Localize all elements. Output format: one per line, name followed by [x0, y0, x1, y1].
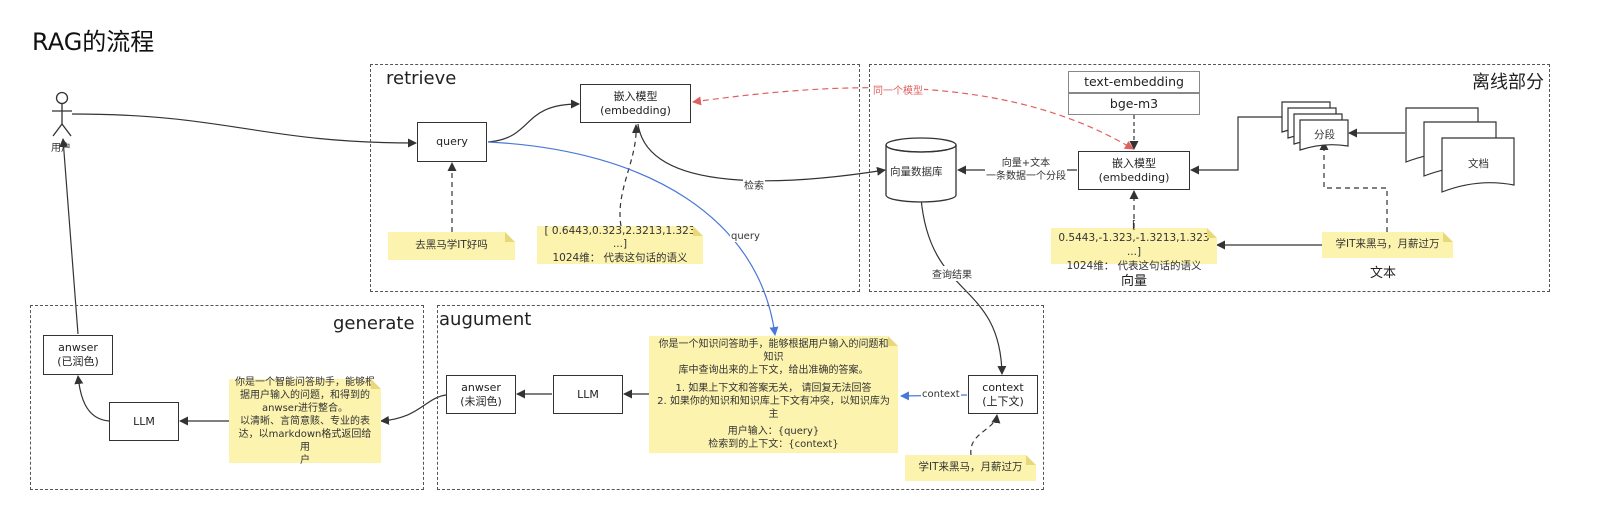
note-context-text-text: 学IT来黑马，月薪过万	[918, 461, 1023, 474]
answer-polished-line2: (已润色)	[57, 355, 99, 368]
edge-segment-embedding	[1190, 116, 1288, 175]
augment-prompt-line5: 2. 如果你的知识和知识库上下文有冲突，以知识库为主	[657, 395, 890, 420]
edge-label-same-model: 同一个模型	[872, 82, 924, 97]
edge-contextnote-context	[970, 414, 1001, 456]
user-label: 用户	[51, 143, 71, 154]
query-node-label: query	[436, 135, 468, 149]
generate-prompt-line1: 你是一个智能问答助手，能够根	[235, 376, 375, 388]
augment-prompt-line8: 检索到的上下文：{context}	[708, 439, 839, 450]
group-generate	[30, 305, 424, 490]
user-actor-icon	[52, 91, 72, 137]
note-user-question-text: 去黑马学IT好吗	[415, 239, 488, 252]
embedding-model-left-line1: 嵌入模型	[613, 89, 658, 103]
document-label: 文档	[1468, 158, 1489, 170]
embedding-model-left-line2: (embedding)	[600, 103, 671, 117]
note-vector-right: [ 0.5443,-1.323,-1.3213,1.323 ...] 1024维…	[1051, 219, 1217, 272]
vector-db-cylinder	[885, 137, 957, 203]
augment-prompt-line7: 用户输入：{query}	[727, 426, 820, 437]
note-text-right-text: 学IT来黑马，月薪过万	[1335, 238, 1440, 251]
context-node: context (上下文)	[968, 375, 1038, 414]
augment-prompt-line4: 1. 如果上下文和答案无关， 请回复无法回答	[675, 382, 872, 394]
note-context-text: 学IT来黑马，月薪过万	[905, 455, 1036, 481]
edge-user-query	[71, 113, 417, 148]
edge-query-embedding	[487, 99, 580, 143]
edge-text-segment	[1319, 141, 1388, 232]
note-vector-right-line1: [ 0.5443,-1.323,-1.3213,1.323 ...]	[1058, 218, 1210, 258]
embedding-model-node-right: 嵌入模型 (embedding)	[1078, 151, 1190, 190]
augment-prompt-line2: 库中查询出来的上下文，给出准确的答案。	[678, 365, 869, 376]
generate-prompt-line2: 据用户输入的问题，和得到的	[240, 389, 370, 401]
edge-answer-generate-prompt	[380, 394, 447, 425]
model-name-bge-m3: bge-m3	[1068, 93, 1200, 115]
note-vector-left-line2: 1024维： 代表这句话的语义	[552, 251, 688, 264]
edge-label-vector-text: 向量+文本 一条数据一个分段	[985, 158, 1067, 183]
edge-label-vector-text-line1: 向量+文本	[1001, 158, 1051, 169]
answer-raw-line2: (未润色)	[460, 394, 502, 408]
note-vector-left: [ 0.6443,0.323,2.3213,1.323 ...] 1024维： …	[537, 224, 703, 264]
segment-label: 分段	[1314, 129, 1335, 141]
answer-polished-node: anwser (已润色)	[43, 335, 113, 375]
group-label-augment: augument	[439, 309, 532, 330]
augment-prompt-line1: 你是一个知识问答助手，能够根据用户输入的问题和知识	[658, 339, 889, 363]
edge-llm-polished	[74, 375, 110, 422]
model-name-text-embedding-label: text-embedding	[1084, 74, 1184, 90]
context-node-line1: context	[982, 380, 1024, 394]
edge-label-vector-text-line2: 一条数据一个分段	[986, 170, 1066, 182]
answer-raw-node: anwser (未润色)	[446, 375, 516, 414]
answer-raw-line1: anwser	[461, 380, 501, 394]
vector-db-label: 向量数据库	[890, 166, 943, 178]
embedding-model-right-line1: 嵌入模型	[1112, 156, 1156, 170]
edge-query-prompt	[487, 141, 779, 336]
llm-node-generate-label: LLM	[133, 414, 155, 428]
generate-prompt-line6: 户	[300, 454, 310, 466]
group-label-generate: generate	[333, 313, 415, 334]
note-vector-right-line2: 1024维： 代表这句话的语义	[1066, 259, 1202, 272]
llm-node-generate: LLM	[109, 402, 179, 441]
edge-query-result	[920, 197, 1007, 375]
model-name-text-embedding: text-embedding	[1068, 71, 1200, 93]
generate-prompt-line3: anwser进行整合。	[261, 402, 349, 414]
caption-vector: 向量	[1121, 274, 1148, 289]
group-offline	[869, 64, 1550, 292]
generate-prompt-line5: 达，以markdown格式返回给用	[238, 428, 372, 453]
query-node: query	[417, 122, 487, 162]
generate-prompt-line4: 以清晰、言简意赅、专业的表	[240, 415, 370, 427]
edge-label-query: query	[730, 231, 761, 242]
group-augment	[437, 305, 1044, 490]
document-stack-icon	[1405, 107, 1515, 193]
edge-answer-user	[59, 138, 79, 335]
segment-stack-icon	[1281, 101, 1349, 151]
note-user-question: 去黑马学IT好吗	[388, 232, 515, 260]
embedding-model-right-line2: (embedding)	[1098, 170, 1170, 184]
note-vector-left-line1: [ 0.6443,0.323,2.3213,1.323 ...]	[544, 224, 696, 251]
answer-polished-line1: anwser	[58, 341, 98, 355]
caption-text: 文本	[1370, 266, 1397, 281]
edge-same-model	[692, 87, 1134, 150]
llm-node-augment-label: LLM	[577, 387, 599, 401]
note-text-right: 学IT来黑马，月薪过万	[1322, 232, 1453, 258]
edge-label-retrieve: 检索	[743, 177, 765, 192]
model-name-bge-m3-label: bge-m3	[1109, 96, 1159, 112]
note-augment-prompt: 你是一个知识问答助手，能够根据用户输入的问题和知识 库中查询出来的上下文，给出准…	[649, 336, 898, 453]
group-label-retrieve: retrieve	[386, 68, 457, 89]
group-label-offline: 离线部分	[1472, 72, 1544, 93]
edge-label-context: context	[921, 389, 961, 400]
edge-retrieve	[637, 123, 886, 182]
edge-vector-embedding-left	[619, 124, 641, 227]
embedding-model-node-left: 嵌入模型 (embedding)	[580, 84, 691, 123]
edge-label-query-result: 查询结果	[931, 266, 973, 281]
context-node-line2: (上下文)	[982, 394, 1024, 408]
llm-node-augment: LLM	[553, 375, 623, 414]
note-generate-prompt: 你是一个智能问答助手，能够根 据用户输入的问题，和得到的 anwser进行整合。…	[229, 376, 381, 466]
page-title: RAG的流程	[32, 28, 155, 56]
group-retrieve	[370, 64, 860, 292]
